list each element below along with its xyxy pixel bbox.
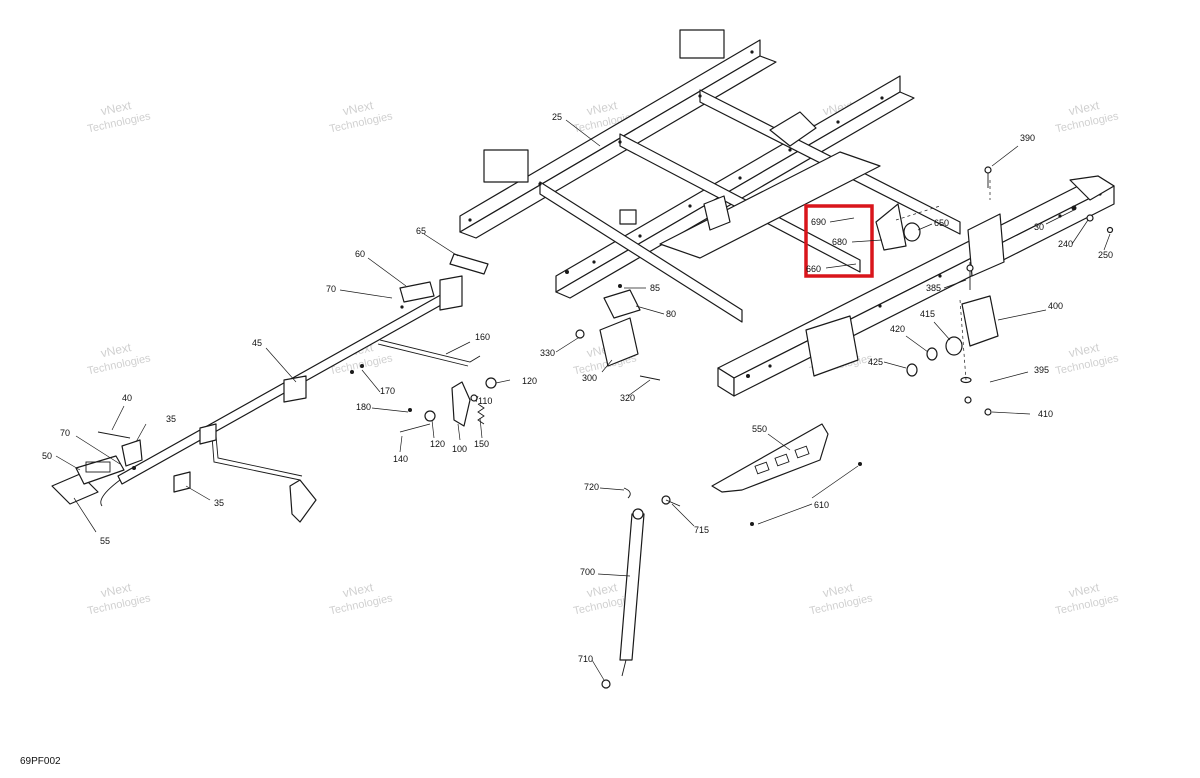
callout-70: 70	[326, 284, 336, 294]
callout-300: 300	[582, 373, 597, 383]
callout-labels: 25 30 35 35 40 45 50 55 60 65 70 70 80 8…	[42, 112, 1113, 664]
watermark: vNext Technologies	[86, 340, 152, 377]
callout-240: 240	[1058, 239, 1073, 249]
svg-text:vNext: vNext	[99, 98, 133, 118]
callout-660: 660	[806, 264, 821, 274]
callout-65: 65	[416, 226, 426, 236]
svg-text:vNext: vNext	[341, 98, 375, 118]
callout-650: 650	[934, 218, 949, 228]
callout-320: 320	[620, 393, 635, 403]
callout-70: 70	[60, 428, 70, 438]
callout-720: 720	[584, 482, 599, 492]
watermark: vNext Technologies	[1054, 580, 1120, 617]
callout-35: 35	[214, 498, 224, 508]
leader-lines	[55, 119, 1111, 681]
callout-140: 140	[393, 454, 408, 464]
svg-text:vNext: vNext	[585, 580, 619, 600]
callout-420: 420	[890, 324, 905, 334]
watermark-grid: vNext Technologies vNext Technologies vN…	[86, 98, 1120, 617]
callout-30: 30	[1034, 222, 1044, 232]
svg-text:vNext: vNext	[341, 580, 375, 600]
watermark: vNext Technologies	[328, 580, 394, 617]
callout-85: 85	[650, 283, 660, 293]
callout-410: 410	[1038, 409, 1053, 419]
callout-395: 395	[1034, 365, 1049, 375]
callout-150: 150	[474, 439, 489, 449]
figure-code: 69PF002	[20, 756, 61, 767]
svg-text:vNext: vNext	[1067, 580, 1101, 600]
callout-385: 385	[926, 283, 941, 293]
callout-80: 80	[666, 309, 676, 319]
callout-610: 610	[814, 500, 829, 510]
callout-25: 25	[552, 112, 562, 122]
callout-700: 700	[580, 567, 595, 577]
callout-55: 55	[100, 536, 110, 546]
callout-425: 425	[868, 357, 883, 367]
callout-50: 50	[42, 451, 52, 461]
watermark: vNext Technologies	[1054, 98, 1120, 135]
svg-text:vNext: vNext	[99, 340, 133, 360]
watermark: vNext Technologies	[808, 580, 874, 617]
callout-170: 170	[380, 386, 395, 396]
right-hardware	[875, 166, 1114, 416]
callout-40: 40	[122, 393, 132, 403]
callout-250: 250	[1098, 250, 1113, 260]
callout-160: 160	[475, 332, 490, 342]
watermark: vNext Technologies	[1054, 340, 1120, 377]
callout-120: 120	[430, 439, 445, 449]
watermark: vNext Technologies	[328, 98, 394, 135]
svg-text:vNext: vNext	[821, 580, 855, 600]
callout-100: 100	[452, 444, 467, 454]
callout-330: 330	[540, 348, 555, 358]
callout-550: 550	[752, 424, 767, 434]
shift-linkage	[51, 253, 497, 523]
callout-400: 400	[1048, 301, 1063, 311]
watermark: vNext Technologies	[86, 580, 152, 617]
callout-690: 690	[811, 217, 826, 227]
callout-715: 715	[694, 525, 709, 535]
callout-415: 415	[920, 309, 935, 319]
svg-text:vNext: vNext	[99, 580, 133, 600]
callout-110: 110	[478, 396, 492, 406]
callout-60: 60	[355, 249, 365, 259]
callout-710: 710	[578, 654, 593, 664]
skid-cover	[711, 423, 862, 526]
watermark: vNext Technologies	[86, 98, 152, 135]
callout-180: 180	[356, 402, 371, 412]
frame-assembly	[459, 29, 1115, 397]
callout-680: 680	[832, 237, 847, 247]
svg-text:vNext: vNext	[585, 98, 619, 118]
callout-120: 120	[522, 376, 537, 386]
selector-bracket	[575, 284, 661, 381]
svg-text:vNext: vNext	[1067, 340, 1101, 360]
callout-35: 35	[166, 414, 176, 424]
callout-45: 45	[252, 338, 262, 348]
svg-text:vNext: vNext	[1067, 98, 1101, 118]
gas-strut	[601, 487, 681, 689]
callout-390: 390	[1020, 133, 1035, 143]
